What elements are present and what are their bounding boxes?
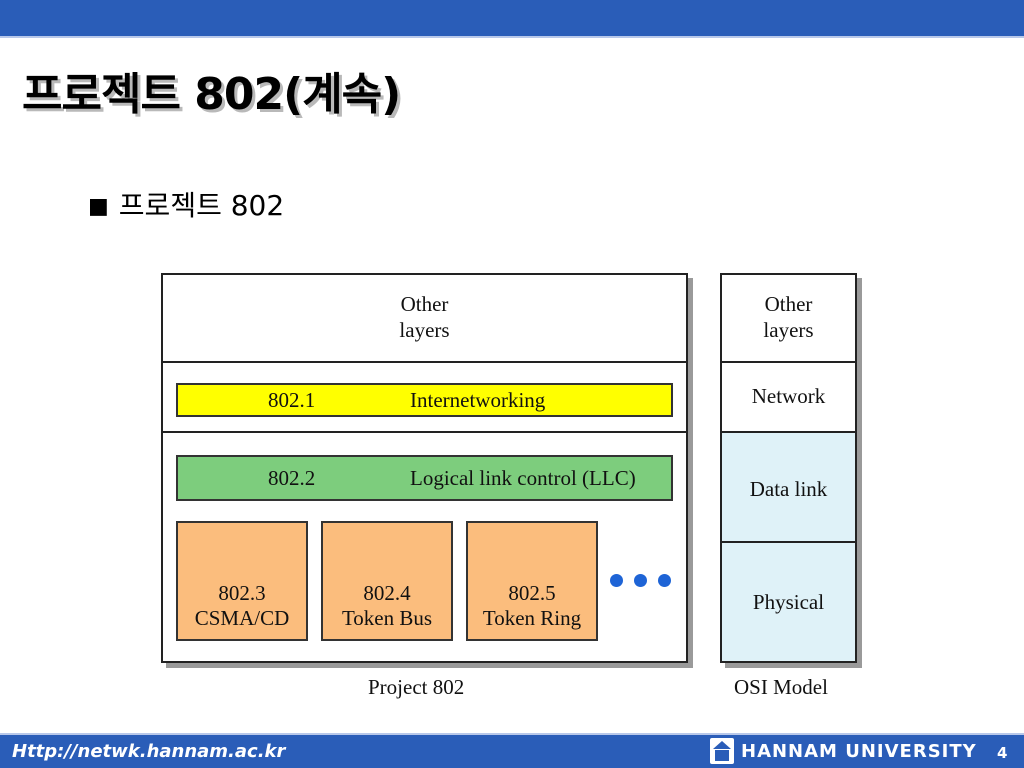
llc-bar: 802.2 Logical link control (LLC) bbox=[176, 455, 673, 501]
footer-university-name: HANNAM UNIVERSITY bbox=[741, 741, 977, 762]
footer-divider bbox=[0, 733, 1024, 735]
internetworking-bar: 802.1 Internetworking bbox=[176, 383, 673, 417]
p802-divider-2 bbox=[163, 431, 686, 433]
mac-block-code: 802.5 bbox=[508, 581, 556, 605]
mac-block-code: 802.4 bbox=[363, 581, 411, 605]
mac-block-802-3: 802.3 CSMA/CD bbox=[176, 521, 308, 641]
p802-other-layers-line1: Other bbox=[400, 292, 449, 316]
osi-model-box: Other layers Network Data link Physical bbox=[720, 273, 857, 663]
mac-block-code: 802.3 bbox=[218, 581, 266, 605]
p802-other-layers: Other layers bbox=[163, 291, 686, 343]
slide-title: 프로젝트 802(계속) bbox=[22, 69, 401, 120]
project-802-box: Other layers 802.1 Internetworking 802.2… bbox=[161, 273, 688, 663]
bullet-text: 프로젝트 802 bbox=[118, 189, 285, 222]
osi-divider-1 bbox=[722, 361, 855, 363]
bullet-item: ■ 프로젝트 802 bbox=[88, 184, 284, 224]
footer-bar: Http://netwk.hannam.ac.kr HANNAM UNIVERS… bbox=[0, 735, 1024, 768]
ellipsis-dot-icon bbox=[634, 574, 647, 587]
osi-other-layers: Other layers bbox=[722, 291, 855, 343]
mac-block-802-4: 802.4 Token Bus bbox=[321, 521, 453, 641]
osi-model-caption: OSI Model bbox=[734, 675, 828, 699]
internetworking-code: 802.1 bbox=[268, 388, 316, 412]
project-802-caption: Project 802 bbox=[368, 675, 465, 699]
mac-block-802-5: 802.5 Token Ring bbox=[466, 521, 598, 641]
top-divider bbox=[0, 36, 1024, 38]
osi-divider-3 bbox=[722, 541, 855, 543]
university-logo-icon bbox=[710, 738, 734, 764]
p802-other-layers-line2: layers bbox=[399, 318, 450, 342]
ellipsis-dot-icon bbox=[610, 574, 623, 587]
llc-label: Logical link control (LLC) bbox=[410, 466, 636, 490]
mac-block-name: CSMA/CD bbox=[194, 606, 290, 630]
footer-url: Http://netwk.hannam.ac.kr bbox=[12, 741, 286, 762]
osi-lower-fill bbox=[722, 433, 855, 661]
top-banner bbox=[0, 0, 1024, 36]
page-number: 4 bbox=[997, 744, 1008, 762]
bullet-square-icon: ■ bbox=[88, 194, 109, 219]
osi-data-link: Data link bbox=[749, 477, 828, 501]
internetworking-label: Internetworking bbox=[410, 388, 546, 412]
osi-other-layers-line1: Other bbox=[764, 292, 813, 316]
osi-network: Network bbox=[751, 384, 826, 408]
mac-block-name: Token Ring bbox=[482, 606, 582, 630]
mac-block-name: Token Bus bbox=[341, 606, 433, 630]
osi-divider-2 bbox=[722, 431, 855, 433]
osi-physical: Physical bbox=[752, 590, 825, 614]
p802-divider-1 bbox=[163, 361, 686, 363]
llc-code: 802.2 bbox=[268, 466, 316, 490]
ellipsis-dot-icon bbox=[658, 574, 671, 587]
osi-other-layers-line2: layers bbox=[763, 318, 814, 342]
